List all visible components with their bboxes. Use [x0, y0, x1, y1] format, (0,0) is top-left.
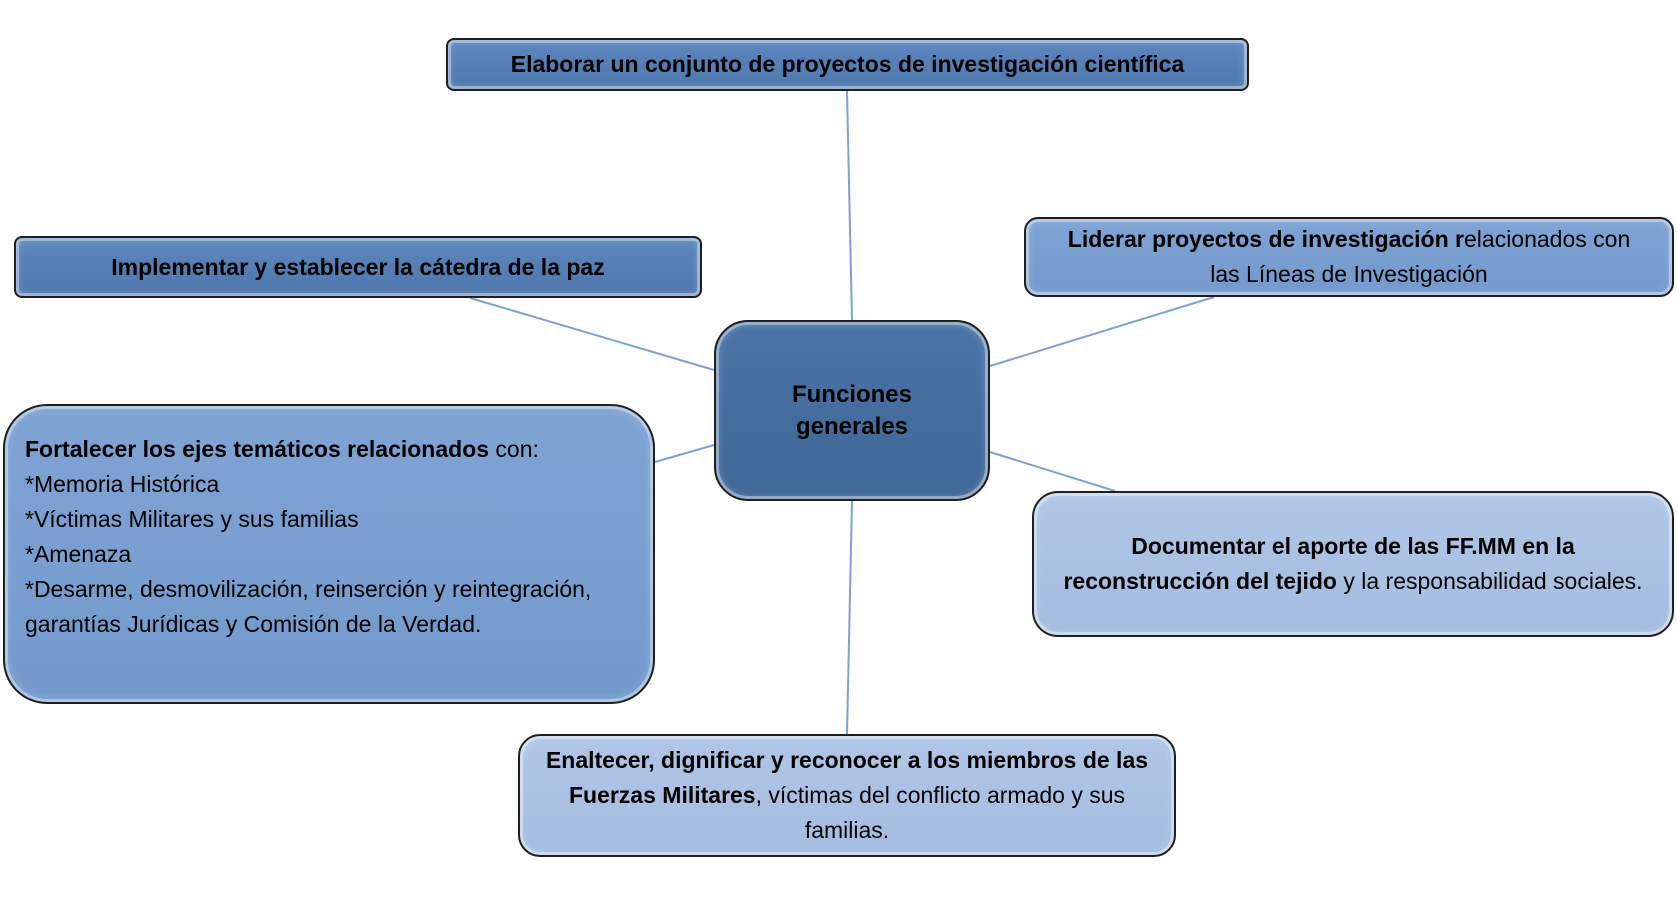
list-item: *Víctimas Militares y sus familias	[25, 506, 359, 532]
node-peace-chair: Implementar y establecer la cátedra de l…	[14, 236, 702, 298]
list-item: *Amenaza	[25, 541, 132, 567]
node-right-bottom-bold: Documentar el aporte de las FF.MM en la …	[1063, 533, 1575, 594]
center-node: Funciones generales	[714, 320, 990, 501]
node-lead-research: Liderar proyectos de investigación relac…	[1024, 217, 1674, 297]
node-left-big-bold: Fortalecer los ejes temáticos relacionad…	[25, 436, 490, 462]
list-item: *Memoria Histórica	[25, 471, 220, 497]
node-bottom-normal: , víctimas del conflicto armado y sus fa…	[755, 782, 1126, 843]
node-honor-members: Enaltecer, dignificar y reconocer a los …	[518, 734, 1176, 857]
connector-left-big	[654, 444, 715, 463]
connector-bottom	[846, 500, 853, 735]
node-right-top-normal2: las Líneas de Investigación	[1210, 261, 1488, 287]
connector-top	[846, 90, 853, 321]
connector-right-top	[989, 296, 1215, 367]
node-right-top-bold: Liderar proyectos de investigación r	[1067, 226, 1464, 252]
node-thematic-axes: Fortalecer los ejes temáticos relacionad…	[3, 404, 655, 704]
node-right-top-normal1: elacionados con	[1464, 226, 1631, 252]
center-line2: generales	[795, 412, 909, 440]
list-item: *Desarme, desmovilización, reinserción y…	[25, 576, 592, 637]
node-research-projects: Elaborar un conjunto de proyectos de inv…	[446, 38, 1249, 91]
node-top-text: Elaborar un conjunto de proyectos de inv…	[510, 51, 1185, 77]
connector-right-bottom	[989, 451, 1116, 492]
center-line1: Funciones	[791, 380, 912, 408]
node-right-bottom-normal: y la responsabilidad sociales.	[1336, 568, 1643, 594]
connector-left-top	[469, 297, 715, 371]
node-left-big-normal: con:	[489, 436, 539, 462]
node-bottom-bold: Enaltecer, dignificar y reconocer a los …	[545, 747, 1149, 808]
node-document-contribution: Documentar el aporte de las FF.MM en la …	[1032, 491, 1674, 637]
node-left-top-text: Implementar y establecer la cátedra de l…	[111, 253, 605, 280]
